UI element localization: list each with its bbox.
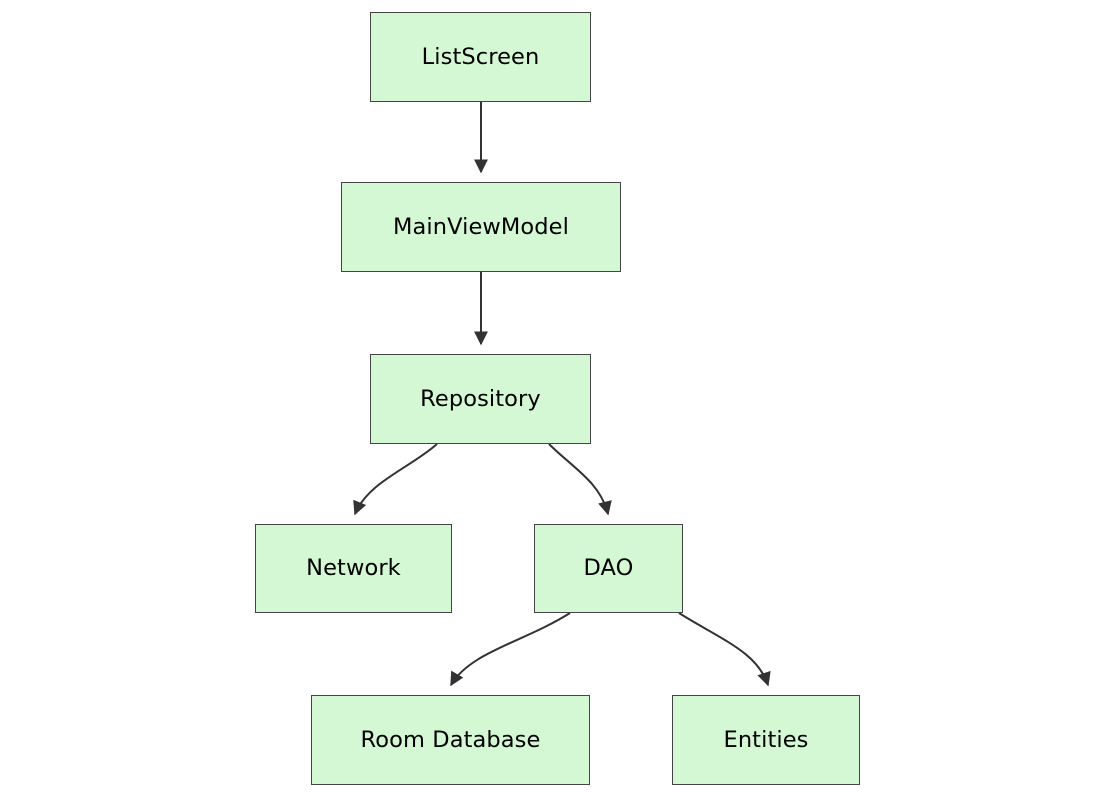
node-label-network: Network [306,555,401,582]
node-label-listscreen: ListScreen [421,43,540,70]
node-listscreen[interactable]: ListScreen [370,12,591,102]
node-label-dao: DAO [583,555,634,582]
node-label-roomdatabase: Room Database [360,726,541,753]
node-repository[interactable]: Repository [370,354,591,444]
node-dao[interactable]: DAO [534,524,683,613]
edge-dao-to-entities [678,612,771,687]
edge-repository-to-network [353,443,438,516]
node-label-mainviewmodel: MainViewModel [393,213,569,240]
node-roomdatabase[interactable]: Room Database [311,695,590,785]
node-label-repository: Repository [420,385,541,412]
edge-repository-to-dao [548,443,612,516]
edge-dao-to-roomdatabase [450,612,571,687]
node-entities[interactable]: Entities [672,695,860,785]
edge-group [353,102,771,687]
node-mainviewmodel[interactable]: MainViewModel [341,182,621,272]
node-network[interactable]: Network [255,524,452,613]
node-label-entities: Entities [723,726,809,753]
